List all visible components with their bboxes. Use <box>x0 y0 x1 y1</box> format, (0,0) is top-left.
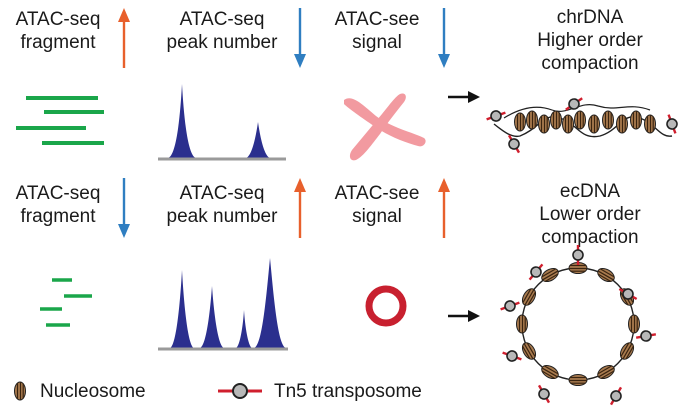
top-peak-label: ATAC-seq peak number <box>156 8 288 54</box>
bottom-fragment-line1: ATAC-seq <box>15 183 101 204</box>
bottom-title-line1: ecDNA <box>559 181 621 202</box>
bottom-fragment-line2: fragment <box>20 206 96 227</box>
top-fragments <box>16 96 104 145</box>
bottom-signal-line2: signal <box>352 206 402 227</box>
bottom-peak-line1: ATAC-seq <box>179 183 265 204</box>
top-signal-line1: ATAC-see <box>334 9 420 30</box>
legend-tn5-label: Tn5 transposome <box>274 381 422 402</box>
top-compaction-arrow-icon <box>448 91 480 103</box>
top-fragment-arrow-up-icon <box>118 8 130 68</box>
bottom-peak-arrow-up-icon <box>294 178 306 238</box>
top-peak-arrow-down-icon <box>294 8 306 68</box>
top-signal-arrow-down-icon <box>438 8 450 68</box>
top-signal-line2: signal <box>352 32 402 53</box>
bottom-signal-arrow-up-icon <box>438 178 450 238</box>
top-fragment-label: ATAC-seq fragment <box>6 8 110 54</box>
bottom-compaction-arrow-icon <box>448 310 480 322</box>
bottom-title-line2: Lower order <box>539 204 641 225</box>
chromosome-icon <box>344 93 426 161</box>
top-fragment-line1: ATAC-seq <box>15 9 101 30</box>
legend-nucleosome-label: Nucleosome <box>40 381 146 402</box>
top-title-line2: Higher order <box>537 30 643 51</box>
ecdna-ring-icon <box>365 285 407 327</box>
top-peaks <box>158 84 286 161</box>
chrdna-fiber-diagram <box>483 92 682 157</box>
bottom-fragments <box>40 278 92 327</box>
top-title-line1: chrDNA <box>556 7 624 28</box>
top-title-line3: compaction <box>541 53 639 74</box>
top-peak-line1: ATAC-seq <box>179 9 265 30</box>
ecdna-ring-diagram <box>497 243 658 409</box>
legend-tn5-icon <box>218 383 262 399</box>
top-fragment-line2: fragment <box>20 32 96 53</box>
bottom-fragment-label: ATAC-seq fragment <box>6 182 110 228</box>
top-signal-label: ATAC-see signal <box>326 8 428 54</box>
bottom-fragment-arrow-down-icon <box>118 178 130 238</box>
bottom-signal-line1: ATAC-see <box>334 183 420 204</box>
legend-nucleosome-icon <box>13 381 27 401</box>
bottom-peak-label: ATAC-seq peak number <box>156 182 288 228</box>
bottom-title-label: ecDNA Lower order compaction <box>510 180 670 249</box>
bottom-peak-line2: peak number <box>166 206 278 227</box>
top-title-label: chrDNA Higher order compaction <box>510 6 670 75</box>
bottom-peaks <box>158 258 288 351</box>
bottom-signal-label: ATAC-see signal <box>326 182 428 228</box>
top-peak-line2: peak number <box>166 32 278 53</box>
bottom-title-line3: compaction <box>541 227 639 248</box>
